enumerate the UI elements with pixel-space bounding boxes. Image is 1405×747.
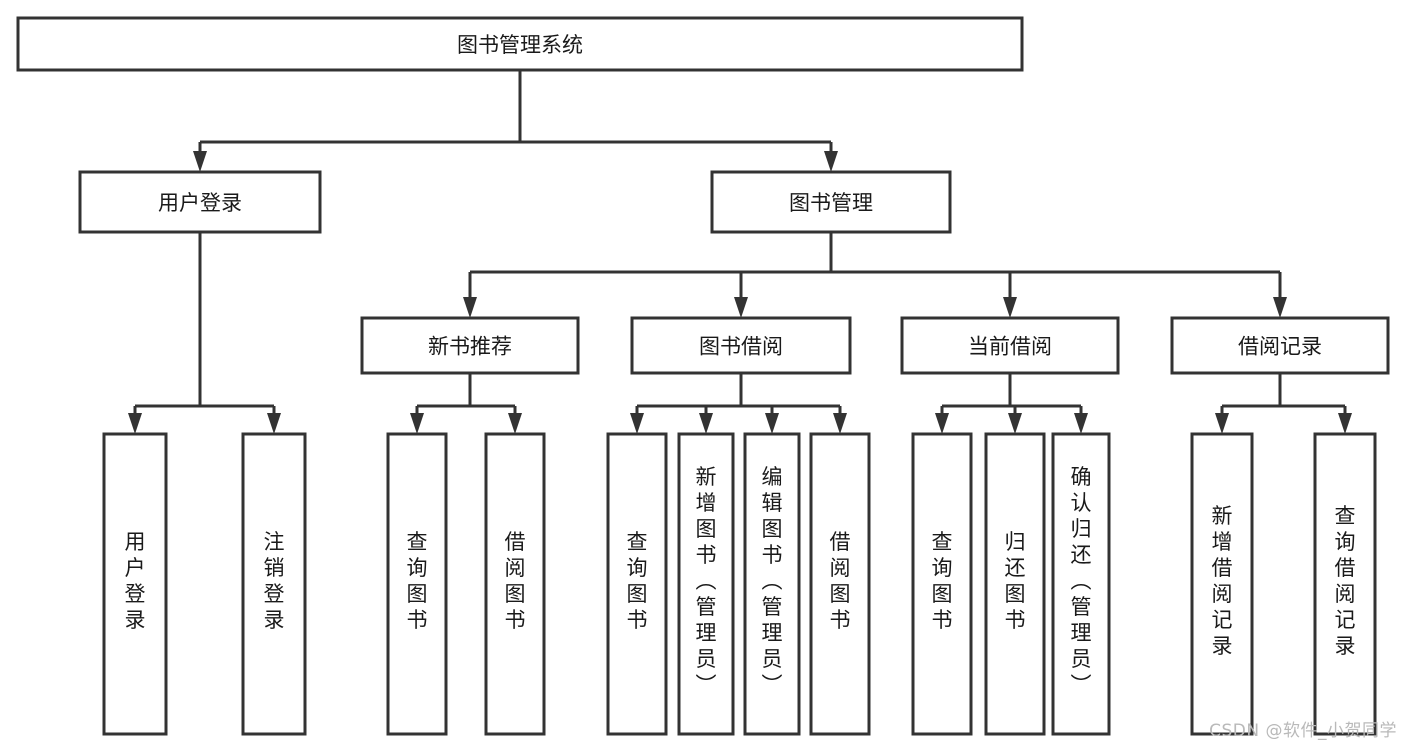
arrow-head-icon bbox=[128, 413, 142, 434]
arrow-head-icon bbox=[1074, 413, 1088, 434]
node-box[interactable] bbox=[911, 432, 973, 736]
node-box[interactable] bbox=[606, 432, 668, 736]
node-label: 图书借阅 bbox=[699, 335, 783, 359]
node-l3-new-book[interactable]: 新书推荐 bbox=[360, 316, 580, 375]
node-box[interactable] bbox=[677, 432, 735, 736]
arrow-head-icon bbox=[1338, 413, 1352, 434]
node-label: 编辑图书︵管理员︶ bbox=[762, 465, 783, 697]
arrow-head-icon bbox=[193, 151, 207, 172]
arrow-head-icon bbox=[765, 413, 779, 434]
node-l2-user-login[interactable]: 用户登录 bbox=[78, 170, 322, 234]
arrow-head-icon bbox=[1273, 297, 1287, 318]
node-label: 图书管理系统 bbox=[457, 33, 583, 57]
connector-group-l3_borrow bbox=[630, 373, 847, 434]
node-leaf-bb-edit[interactable]: 编辑图书︵管理员︶ bbox=[743, 432, 801, 736]
arrow-head-icon bbox=[1008, 413, 1022, 434]
node-l3-current[interactable]: 当前借阅 bbox=[900, 316, 1120, 375]
arrow-head-icon bbox=[1215, 413, 1229, 434]
connector-group-l3_record bbox=[1215, 373, 1352, 434]
node-leaf-user-login[interactable]: 用户登录 bbox=[102, 432, 168, 736]
node-label: 新增借阅记录 bbox=[1212, 504, 1233, 658]
node-label: 借阅图书 bbox=[505, 530, 526, 632]
node-box[interactable] bbox=[16, 16, 1024, 72]
node-label: 借阅图书 bbox=[830, 530, 851, 632]
node-box[interactable] bbox=[102, 432, 168, 736]
node-box[interactable] bbox=[78, 170, 322, 234]
node-label: 图书管理 bbox=[789, 191, 873, 215]
node-box[interactable] bbox=[386, 432, 448, 736]
arrow-head-icon bbox=[699, 413, 713, 434]
node-l3-record[interactable]: 借阅记录 bbox=[1170, 316, 1390, 375]
arrow-head-icon bbox=[410, 413, 424, 434]
node-label: 用户登录 bbox=[158, 191, 242, 215]
node-leaf-user-logout[interactable]: 注销登录 bbox=[241, 432, 307, 736]
node-box[interactable] bbox=[484, 432, 546, 736]
node-label: 归还图书 bbox=[1005, 530, 1026, 632]
node-box[interactable] bbox=[241, 432, 307, 736]
connector-group-root bbox=[193, 70, 838, 172]
connector-layer bbox=[128, 70, 1352, 434]
node-leaf-cb-confirm[interactable]: 确认归还︵管理员︶ bbox=[1051, 432, 1111, 736]
node-box[interactable] bbox=[984, 432, 1046, 736]
arrow-head-icon bbox=[267, 413, 281, 434]
node-box[interactable] bbox=[1190, 432, 1254, 736]
node-leaf-cb-query[interactable]: 查询图书 bbox=[911, 432, 973, 736]
node-box[interactable] bbox=[900, 316, 1120, 375]
arrow-head-icon bbox=[935, 413, 949, 434]
node-box[interactable] bbox=[1051, 432, 1111, 736]
arrow-head-icon bbox=[833, 413, 847, 434]
node-label: 注销登录 bbox=[264, 530, 285, 632]
arrow-head-icon bbox=[508, 413, 522, 434]
node-label: 借阅记录 bbox=[1238, 335, 1322, 359]
node-label: 查询借阅记录 bbox=[1335, 504, 1356, 658]
node-label: 用户登录 bbox=[125, 530, 146, 632]
node-box[interactable] bbox=[743, 432, 801, 736]
node-label: 确认归还︵管理员︶ bbox=[1071, 465, 1092, 697]
arrow-head-icon bbox=[734, 297, 748, 318]
node-label: 查询图书 bbox=[407, 530, 428, 632]
node-label: 新书推荐 bbox=[428, 335, 512, 359]
node-leaf-rec-add[interactable]: 新增借阅记录 bbox=[1190, 432, 1254, 736]
node-leaf-cb-return[interactable]: 归还图书 bbox=[984, 432, 1046, 736]
node-box[interactable] bbox=[360, 316, 580, 375]
node-box[interactable] bbox=[630, 316, 852, 375]
node-layer: 图书管理系统用户登录图书管理新书推荐图书借阅当前借阅借阅记录用户登录注销登录查询… bbox=[16, 16, 1390, 736]
node-leaf-nb-query[interactable]: 查询图书 bbox=[386, 432, 448, 736]
node-box[interactable] bbox=[1170, 316, 1390, 375]
arrow-head-icon bbox=[463, 297, 477, 318]
node-leaf-nb-borrow[interactable]: 借阅图书 bbox=[484, 432, 546, 736]
node-label: 查询图书 bbox=[932, 530, 953, 632]
node-leaf-bb-query[interactable]: 查询图书 bbox=[606, 432, 668, 736]
node-label: 新增图书︵管理员︶ bbox=[696, 465, 717, 697]
node-l3-borrow[interactable]: 图书借阅 bbox=[630, 316, 852, 375]
arrow-head-icon bbox=[1003, 297, 1017, 318]
node-label: 查询图书 bbox=[627, 530, 648, 632]
node-label: 当前借阅 bbox=[968, 335, 1052, 359]
node-box[interactable] bbox=[809, 432, 871, 736]
node-box[interactable] bbox=[710, 170, 952, 234]
connector-group-l3_new_book bbox=[410, 373, 522, 434]
node-box[interactable] bbox=[1313, 432, 1377, 736]
arrow-head-icon bbox=[824, 151, 838, 172]
node-leaf-rec-query[interactable]: 查询借阅记录 bbox=[1313, 432, 1377, 736]
node-leaf-bb-borrow[interactable]: 借阅图书 bbox=[809, 432, 871, 736]
arrow-head-icon bbox=[630, 413, 644, 434]
node-root[interactable]: 图书管理系统 bbox=[16, 16, 1024, 72]
node-l2-book-manage[interactable]: 图书管理 bbox=[710, 170, 952, 234]
connector-group-l3_current bbox=[935, 373, 1088, 434]
node-leaf-bb-add[interactable]: 新增图书︵管理员︶ bbox=[677, 432, 735, 736]
connector-group-l2_user_login bbox=[128, 232, 281, 434]
connector-group-l2_book_manage bbox=[463, 232, 1287, 318]
